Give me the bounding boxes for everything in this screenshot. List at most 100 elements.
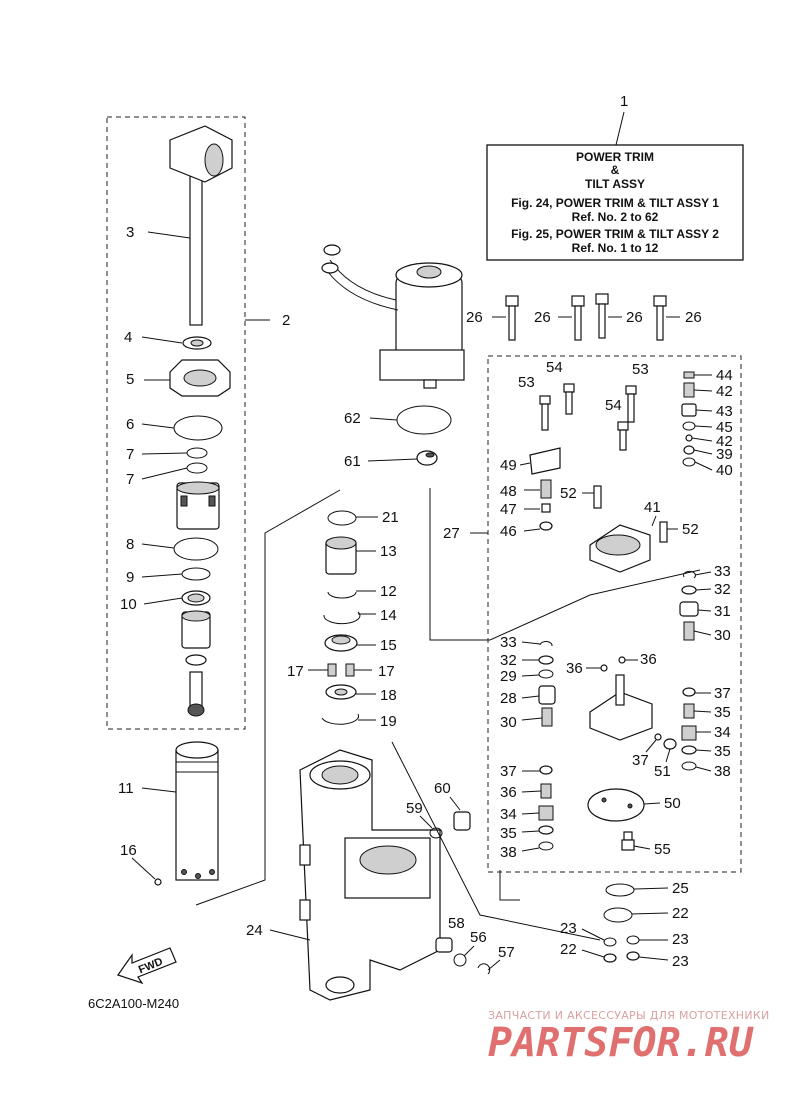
callout-51: 51 xyxy=(654,763,671,780)
fwd-label: FWD xyxy=(137,956,165,977)
callout-47: 47 xyxy=(500,501,517,518)
callout-6: 6 xyxy=(126,416,134,433)
drawing-code: 6C2A100-M240 xyxy=(88,996,179,1011)
callout-56: 56 xyxy=(470,929,487,946)
callout-49: 49 xyxy=(500,457,517,474)
reference-box: 1 POWER TRIM & TILT ASSY Fig. 24, POWER … xyxy=(486,93,744,261)
ref-fig24: Fig. 24, POWER TRIM & TILT ASSY 1 xyxy=(511,196,719,210)
callout-50: 50 xyxy=(664,795,681,812)
callout-12: 12 xyxy=(380,583,397,600)
motor-assembly xyxy=(321,244,465,389)
callout-33a: 33 xyxy=(714,563,731,580)
callout-23a: 23 xyxy=(560,920,577,937)
callout-16: 16 xyxy=(120,842,137,859)
callout-2: 2 xyxy=(282,312,290,329)
callout-23b: 23 xyxy=(672,931,689,948)
callout-11: 11 xyxy=(118,780,134,797)
callout-58: 58 xyxy=(448,915,465,932)
callout-62: 62 xyxy=(344,410,361,427)
watermark: ЗАПЧАСТИ И АКСЕССУАРЫ ДЛЯ МОТОТЕХНИКИ PA… xyxy=(488,1009,770,1066)
callout-44: 44 xyxy=(716,367,733,384)
callout-17b: 17 xyxy=(378,663,395,680)
ref-fig25-range: Ref. No. 1 to 12 xyxy=(572,241,659,255)
callout-21: 24 xyxy=(246,922,263,939)
left-assembly-group: 2 3 4 5 6 7 7 xyxy=(106,116,290,730)
callout-32b: 32 xyxy=(500,652,517,669)
callout-8: 8 xyxy=(126,536,134,553)
callout-4: 4 xyxy=(124,329,132,346)
callout-40: 40 xyxy=(716,462,733,479)
callout-54b: 54 xyxy=(605,397,622,414)
callout-15: 15 xyxy=(380,637,397,654)
fwd-arrow-icon: FWD xyxy=(117,947,177,985)
callout-22b: 23 xyxy=(672,953,689,970)
callout-52a: 52 xyxy=(560,485,577,502)
callout-36b: 36 xyxy=(500,784,517,801)
callout-30a: 30 xyxy=(714,627,731,644)
ref-title-1: POWER TRIM xyxy=(576,150,654,164)
callout-20: 21 xyxy=(382,509,399,526)
callout-24: 25 xyxy=(672,880,689,897)
callout-29: 29 xyxy=(500,668,517,685)
callout-43: 43 xyxy=(716,403,733,420)
callout-38b: 38 xyxy=(500,844,517,861)
ref-fig25: Fig. 25, POWER TRIM & TILT ASSY 2 xyxy=(511,227,719,241)
callout-31: 31 xyxy=(714,603,731,620)
callout-19: 19 xyxy=(380,713,397,730)
callout-34a: 34 xyxy=(714,724,731,741)
callout-28: 28 xyxy=(500,690,517,707)
part-21-housing xyxy=(299,749,441,1001)
callout-52b: 52 xyxy=(682,521,699,538)
callout-39: 39 xyxy=(716,446,733,463)
callout-18: 18 xyxy=(380,687,397,704)
callout-37b: 36 xyxy=(640,651,657,668)
callout-14: 14 xyxy=(380,607,397,624)
watermark-brand: PARTSFOR.RU xyxy=(488,1020,754,1066)
ref-fig24-range: Ref. No. 2 to 62 xyxy=(572,210,659,224)
callout-37a: 36 xyxy=(566,660,583,677)
callout-35a: 35 xyxy=(714,743,731,760)
callout-3: 3 xyxy=(126,224,134,241)
callout-37e: 37 xyxy=(500,763,517,780)
callout-37c: 37 xyxy=(714,685,731,702)
callout-48: 48 xyxy=(500,483,517,500)
callout-13: 13 xyxy=(380,543,397,560)
callout-22a: 22 xyxy=(560,941,577,958)
callout-26c: 26 xyxy=(626,309,643,326)
callout-59: 59 xyxy=(406,800,423,817)
callout-57: 57 xyxy=(498,944,515,961)
callout-42b: 42 xyxy=(716,433,733,450)
callout-36a: 35 xyxy=(714,704,731,721)
callout-41: 42 xyxy=(716,383,733,400)
callout-42a: 41 xyxy=(644,499,661,516)
callout-26b: 26 xyxy=(534,309,551,326)
watermark-tagline: ЗАПЧАСТИ И АКСЕССУАРЫ ДЛЯ МОТОТЕХНИКИ xyxy=(488,1009,770,1022)
callout-55: 55 xyxy=(654,841,671,858)
callout-7a: 7 xyxy=(126,446,134,463)
callout-26a: 26 xyxy=(466,309,483,326)
callout-33b: 33 xyxy=(500,634,517,651)
callout-5: 5 xyxy=(126,371,134,388)
callout-53b: 53 xyxy=(632,361,649,378)
callout-54a: 54 xyxy=(546,359,563,376)
callout-7b: 7 xyxy=(126,471,134,488)
part-11-cylinder xyxy=(175,741,219,881)
part-3-rod xyxy=(169,125,233,326)
callout-32a: 32 xyxy=(714,581,731,598)
callout-25: 22 xyxy=(672,905,689,922)
callout-45: 45 xyxy=(716,419,733,436)
callout-60: 60 xyxy=(434,780,451,797)
callout-61: 61 xyxy=(344,453,361,470)
ref-title-3: TILT ASSY xyxy=(585,177,645,191)
callout-37d: 37 xyxy=(632,752,649,769)
right-assembly-group: 27 26 26 26 26 53 54 53 54 49 48 xyxy=(443,293,742,873)
callout-53a: 53 xyxy=(518,374,535,391)
callout-38a: 38 xyxy=(714,763,731,780)
callout-34b: 34 xyxy=(500,806,517,823)
callout-1: 1 xyxy=(620,93,628,110)
callout-35b: 35 xyxy=(500,825,517,842)
callout-27: 27 xyxy=(443,525,460,542)
callout-46: 46 xyxy=(500,523,517,540)
callout-17a: 17 xyxy=(287,663,304,680)
